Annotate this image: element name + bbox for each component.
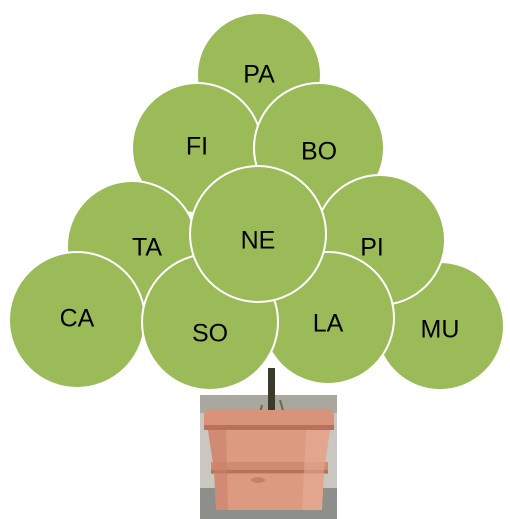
node-label-bo: BO — [301, 138, 337, 166]
node-label-so: SO — [192, 320, 228, 348]
node-label-fi: FI — [186, 133, 208, 161]
node-label-la: LA — [313, 310, 344, 338]
node-label-pi: PI — [360, 234, 384, 262]
node-label-pa: PA — [243, 61, 275, 89]
node-label-ta: TA — [132, 234, 162, 262]
node-label-mu: MU — [421, 316, 460, 344]
node-label-ca: CA — [60, 305, 95, 333]
node-label-ne: NE — [241, 227, 276, 255]
terracotta-pot-icon — [200, 368, 337, 519]
